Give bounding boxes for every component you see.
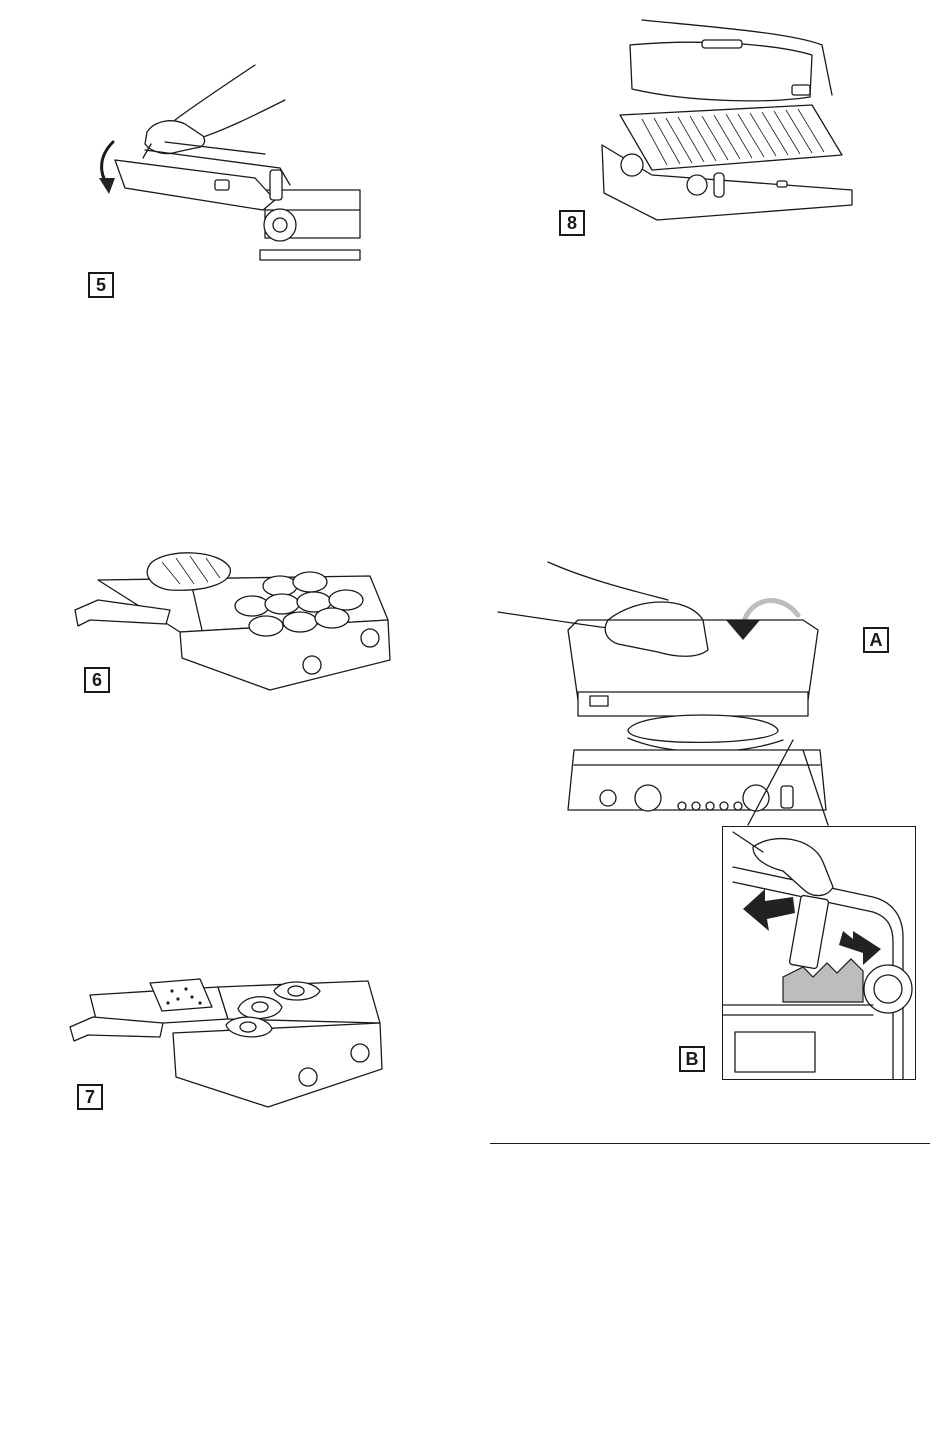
section-divider (490, 1143, 930, 1144)
figure-7-label: 7 (77, 1084, 103, 1110)
figure-b-label: B (679, 1046, 705, 1072)
figure-6-label: 6 (84, 667, 110, 693)
figure-a-label: A (863, 627, 889, 653)
figure-a-illustration (498, 560, 838, 825)
figure-6-illustration (70, 540, 400, 700)
figure-7-illustration (68, 965, 388, 1115)
figure-8-label: 8 (559, 210, 585, 236)
figure-5-label: 5 (88, 272, 114, 298)
figure-8-illustration (592, 15, 857, 245)
figure-b-detail-frame (722, 826, 916, 1080)
figure-b-illustration (723, 827, 916, 1080)
figure-5-illustration (85, 60, 375, 270)
